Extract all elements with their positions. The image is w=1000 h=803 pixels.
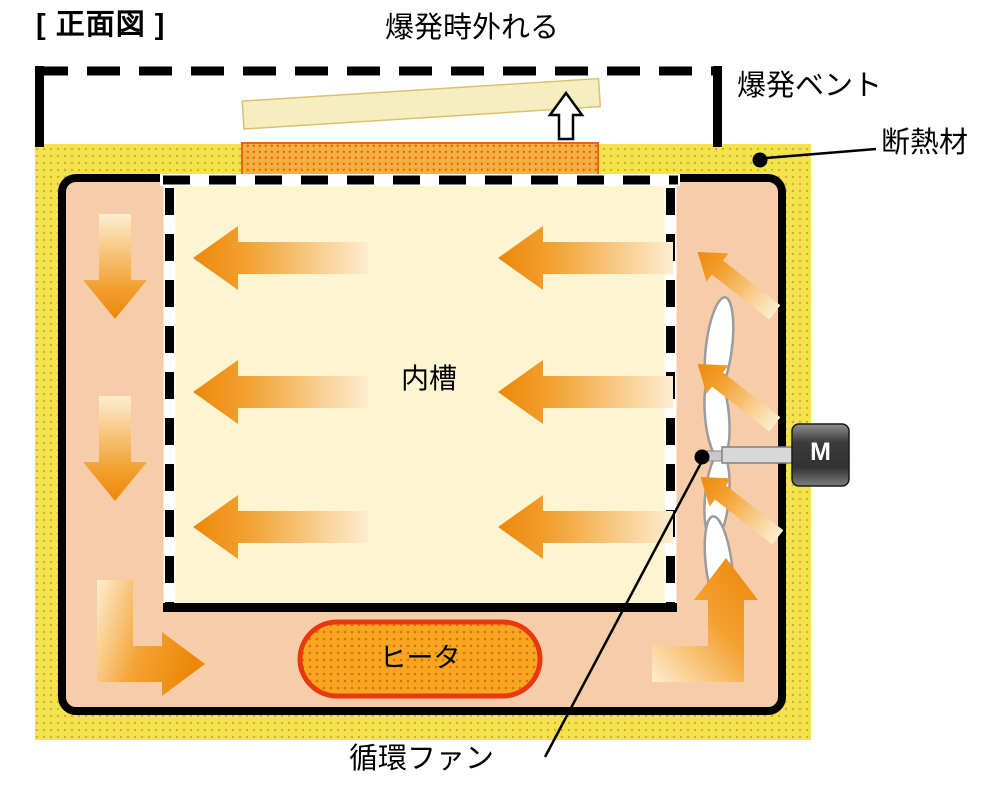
- motor-label: M: [810, 438, 831, 466]
- front-view-label: [ 正面図 ]: [36, 9, 166, 41]
- circulation-arrows-left-duct: [83, 214, 205, 696]
- explosion-vent-outline: [35, 66, 722, 147]
- flow-arrow-elbow-right: [97, 580, 205, 696]
- vent-cover-panel: [241, 77, 602, 130]
- circulation-arrows-right-duct: [652, 237, 789, 682]
- insulation-leader-line: [765, 147, 877, 160]
- motor: [791, 423, 850, 487]
- up-arrow-icon: [547, 90, 585, 141]
- fan-hub-dot: [694, 449, 710, 465]
- fan-leader-line: [543, 460, 704, 758]
- motor-shaft: [721, 446, 799, 464]
- insulation-label: 断熱材: [881, 127, 969, 159]
- vent-cover-rect: [241, 77, 602, 130]
- flow-arrow-elbow-up: [652, 558, 758, 682]
- vent-seat-strip: [241, 142, 599, 179]
- insulation-dot: [752, 152, 768, 168]
- explosion-vent-label: 爆発ベント: [737, 70, 883, 102]
- heater: [297, 619, 543, 699]
- vent-detach-label: 爆発時外れる: [385, 12, 560, 44]
- inner-tank-label: 内槽: [401, 363, 458, 394]
- heater-label: ヒータ: [379, 643, 461, 673]
- fan-label: 循環ファン: [349, 743, 495, 775]
